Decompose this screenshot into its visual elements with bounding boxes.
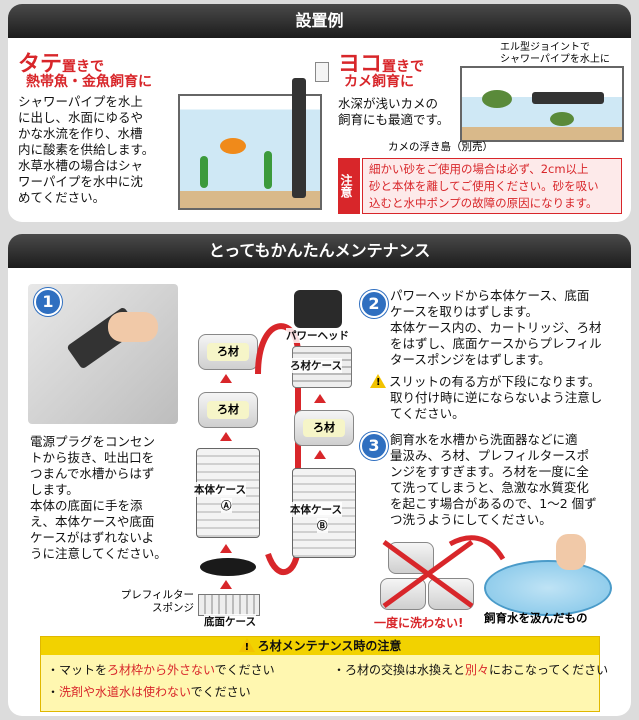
flow-arrow-icon <box>448 535 506 561</box>
vertical-tank-illustration <box>178 78 322 210</box>
warning-icon <box>238 638 255 657</box>
horizontal-title: ヨコ置きで <box>338 52 425 77</box>
body-case-label: 本体ケース <box>194 482 246 497</box>
caution-tag: 注意 <box>338 158 360 214</box>
step3-text: 飼育水を水槽から洗面器などに適量汲み、ろ材、プレフィルタースポンジをすすぎます。… <box>390 432 597 527</box>
bottom-case-label: 底面ケース <box>204 614 256 629</box>
vertical-title: タテ置きで <box>18 52 105 77</box>
filter-media-cylinder <box>388 542 434 574</box>
setup-panel: 設置例 タテ置きで 熱帯魚・金魚飼育に シャワーパイプを水上に出し、水面にゆるや… <box>8 4 631 222</box>
step2-text: パワーヘッドから本体ケース、底面ケースを取りはずします。本体ケース内の、カートリ… <box>390 288 602 367</box>
horizontal-body: 水深が浅いカメの飼育にも最適です。 <box>338 96 450 127</box>
joint-label: エル型ジョイントでシャワーパイプを水上に <box>500 42 610 65</box>
step3-number: 3 <box>360 432 388 460</box>
vertical-subtitle: 熱帯魚・金魚飼育に <box>26 74 152 90</box>
arrow-up-icon <box>220 432 232 441</box>
note-line-2: ・ろ材の交換は水換えと別々におこなってください <box>333 663 609 677</box>
step2-note: スリットの有る方が下段になります。 取り付け時に逆にならないよう注意し てくださ… <box>370 374 622 422</box>
media-case-label: ろ材ケース <box>290 358 342 373</box>
bottom-case-icon <box>198 594 260 616</box>
tank-water-label: 飼育水を汲んだもの <box>484 611 588 625</box>
mark-a: Ⓐ <box>221 498 232 513</box>
horizontal-tank-illustration <box>460 66 624 142</box>
arrow-up-icon <box>220 580 232 589</box>
filter-media-cylinder: ろ材 <box>198 334 258 370</box>
plant-icon <box>264 151 272 189</box>
plant-icon <box>200 156 208 188</box>
horizontal-subtitle: カメ飼育に <box>344 74 414 90</box>
prefilter-sponge-icon <box>200 558 256 576</box>
filter-unit-icon <box>292 78 306 198</box>
filter-media-cylinder: ろ材 <box>294 410 354 446</box>
setup-header: 設置例 <box>8 4 631 38</box>
arrow-up-icon <box>220 544 232 553</box>
turtle-icon <box>482 90 512 108</box>
power-head-icon <box>294 290 342 328</box>
maintenance-panel: とってもかんたんメンテナンス 1 電源プラグをコンセントから抜き、吐出口をつまん… <box>8 234 631 716</box>
vertical-body: シャワーパイプを水上に出し、水面にゆるやかな水流を作り、水槽内に酸素を供給します… <box>18 94 155 205</box>
arrow-up-icon <box>314 450 326 459</box>
wash-basin-icon <box>484 560 612 616</box>
maintenance-notes: ろ材メンテナンス時の注意 ・マットをろ材枠から外さないでください ・ろ材の交換は… <box>40 636 608 712</box>
caution-box: 細かい砂をご使用の場合は必ず、2cm以上砂と本体を離してご使用ください。砂を吸い… <box>362 158 622 214</box>
note-line-1: ・マットをろ材枠から外さないでください <box>47 663 275 677</box>
arrow-up-icon <box>314 394 326 403</box>
hand-icon <box>556 534 586 570</box>
step1-text: 電源プラグをコンセントから抜き、吐出口をつまんで水槽からはずします。本体の底面に… <box>30 434 167 561</box>
prefilter-label: プレフィルタースポンジ <box>120 589 194 614</box>
maintenance-header: とってもかんたんメンテナンス <box>8 234 631 268</box>
mark-b: Ⓑ <box>317 518 328 533</box>
step1-number: 1 <box>34 288 62 316</box>
filter-media-cylinder: ろ材 <box>198 392 258 428</box>
warning-icon <box>370 374 386 391</box>
body-case-label: 本体ケース <box>290 502 342 517</box>
island-label: カメの浮き島（別売） <box>388 141 493 153</box>
cross-mark-icon <box>382 539 474 609</box>
filter-unit-icon <box>532 92 604 104</box>
step2-number: 2 <box>360 290 388 318</box>
power-outlet-icon <box>315 62 329 82</box>
no-wash-all-label: 一度に洗わない! <box>374 616 464 630</box>
note-line-3: ・洗剤や水道水は使わないでください <box>47 685 251 699</box>
arrow-up-icon <box>220 374 232 383</box>
power-head-label: パワーヘッド <box>286 328 349 343</box>
notes-title: ろ材メンテナンス時の注意 <box>41 637 599 657</box>
step1-illustration <box>28 284 178 424</box>
goldfish-icon <box>220 138 246 154</box>
hand-icon <box>108 312 158 342</box>
turtle-icon <box>550 112 574 126</box>
